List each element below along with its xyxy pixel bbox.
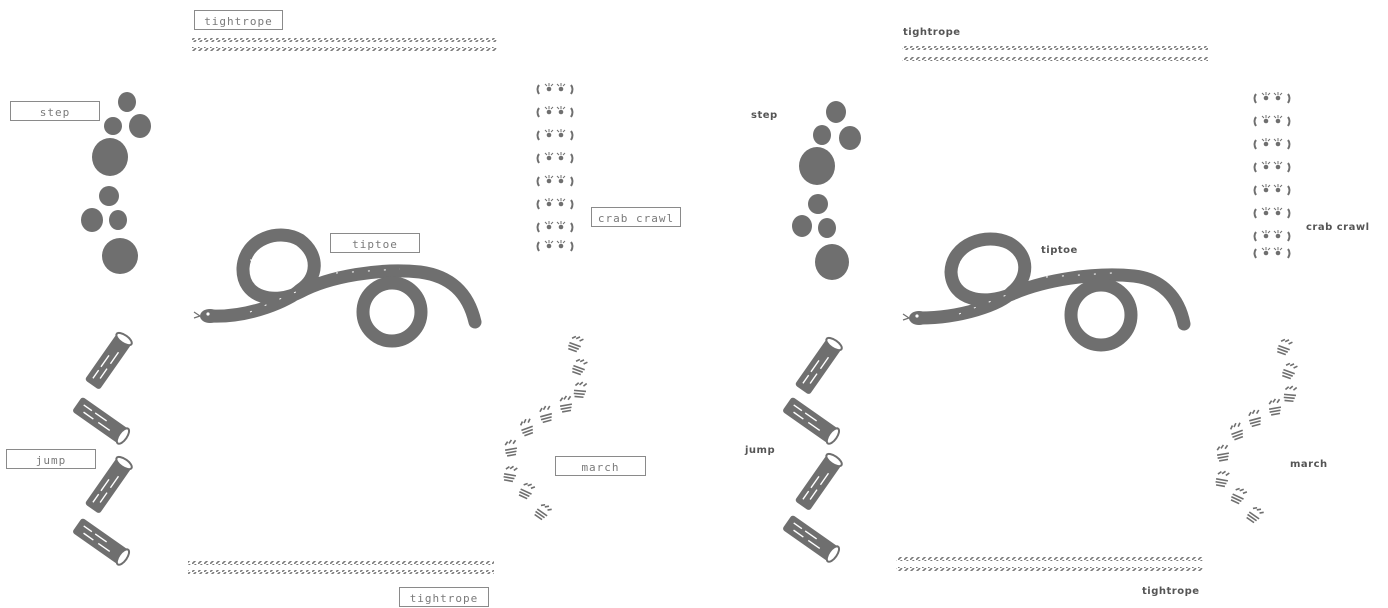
step-label: step: [751, 111, 778, 121]
boot-prints: [503, 334, 588, 521]
stone-icon: [813, 125, 831, 145]
boot-print-icon: [574, 381, 587, 397]
tightrope-top-label: tightrope: [194, 10, 283, 30]
right-panel: tightrope step crab crawl tiptoe jump ma…: [694, 0, 1388, 608]
boot-print-icon: [503, 465, 517, 482]
step-label: step: [10, 101, 100, 121]
crab-footprint-icon: [1255, 92, 1290, 103]
crab-footprint-icon: [1255, 161, 1290, 172]
crab-footprint-icon: [1255, 138, 1290, 149]
boot-print-icon: [504, 439, 518, 456]
tightrope-bottom-label: tightrope: [399, 587, 489, 607]
crab-footprints: [1255, 92, 1290, 258]
stone-icon: [818, 218, 836, 238]
crab-footprint-icon: [1255, 207, 1290, 218]
log-icon: [85, 331, 134, 390]
crab-footprint-icon: [1255, 115, 1290, 126]
stone-icon: [839, 126, 861, 150]
crab-footprint-icon: [538, 106, 573, 117]
stone-icon: [109, 210, 127, 230]
stone-icon: [826, 101, 846, 123]
tiptoe-label: tiptoe: [1041, 246, 1078, 256]
crab-footprint-icon: [538, 240, 573, 251]
stone-icon: [92, 138, 128, 176]
boot-print-icon: [1247, 409, 1262, 427]
boot-print-icon: [559, 395, 573, 412]
boot-print-icon: [1281, 361, 1297, 379]
crab-footprint-icon: [1255, 184, 1290, 195]
boot-print-icon: [1246, 505, 1264, 524]
boot-print-icon: [1216, 444, 1230, 461]
boot-print-icon: [534, 502, 552, 521]
march-label: march: [1290, 460, 1328, 470]
boot-print-icon: [518, 418, 534, 436]
stone-icon: [118, 92, 136, 112]
boot-print-icon: [1215, 470, 1229, 487]
boot-print-icon: [1268, 398, 1282, 415]
tiptoe-label: tiptoe: [330, 233, 420, 253]
crab-footprint-icon: [538, 83, 573, 94]
log-icon: [782, 397, 841, 446]
crab-footprint-icon: [538, 221, 573, 232]
log-icon: [72, 397, 131, 446]
boot-print-icon: [571, 357, 587, 375]
tightrope-bottom: [896, 557, 1204, 571]
stone-icon: [99, 186, 119, 206]
tightrope-bottom-label: tightrope: [1142, 587, 1200, 597]
tightrope-top-label: tightrope: [903, 28, 961, 38]
stone-icon: [792, 215, 812, 237]
boot-print-icon: [1276, 337, 1292, 355]
crab-footprints: [538, 83, 573, 251]
crab-footprint-icon: [538, 129, 573, 140]
jump-label: jump: [745, 446, 775, 456]
tightrope-top: [192, 38, 498, 51]
stone-icon: [799, 147, 835, 185]
log-icon: [782, 515, 841, 564]
stone-icon: [129, 114, 151, 138]
stone-icon: [815, 244, 849, 280]
boot-prints: [1215, 337, 1298, 524]
crab-footprint-icon: [1255, 247, 1290, 258]
stepping-stones: [792, 101, 861, 280]
jump-label: jump: [6, 449, 96, 469]
log-icon: [795, 336, 844, 395]
left-panel: tightrope step crab crawl tiptoe jump ma…: [0, 0, 694, 608]
stone-icon: [104, 117, 122, 135]
boot-print-icon: [518, 481, 535, 500]
crab-footprint-icon: [1255, 230, 1290, 241]
tightrope-bottom: [188, 561, 494, 574]
crab-footprint-icon: [538, 152, 573, 163]
crab-crawl-label: crab crawl: [591, 207, 681, 227]
left-scene: [0, 0, 694, 608]
boot-print-icon: [567, 334, 583, 352]
boot-print-icon: [1228, 422, 1244, 440]
stone-icon: [808, 194, 828, 214]
log-icon: [72, 518, 131, 567]
boot-print-icon: [1230, 486, 1247, 505]
crab-crawl-label: crab crawl: [1306, 223, 1370, 233]
boot-print-icon: [1284, 385, 1297, 401]
right-scene: [694, 0, 1388, 608]
boot-print-icon: [538, 405, 553, 423]
crab-footprint-icon: [538, 198, 573, 209]
stone-icon: [102, 238, 138, 274]
crab-footprint-icon: [538, 175, 573, 186]
tightrope-top: [902, 46, 1208, 61]
log-icon: [795, 452, 844, 511]
march-label: march: [555, 456, 646, 476]
logs: [782, 336, 844, 564]
stone-icon: [81, 208, 103, 232]
